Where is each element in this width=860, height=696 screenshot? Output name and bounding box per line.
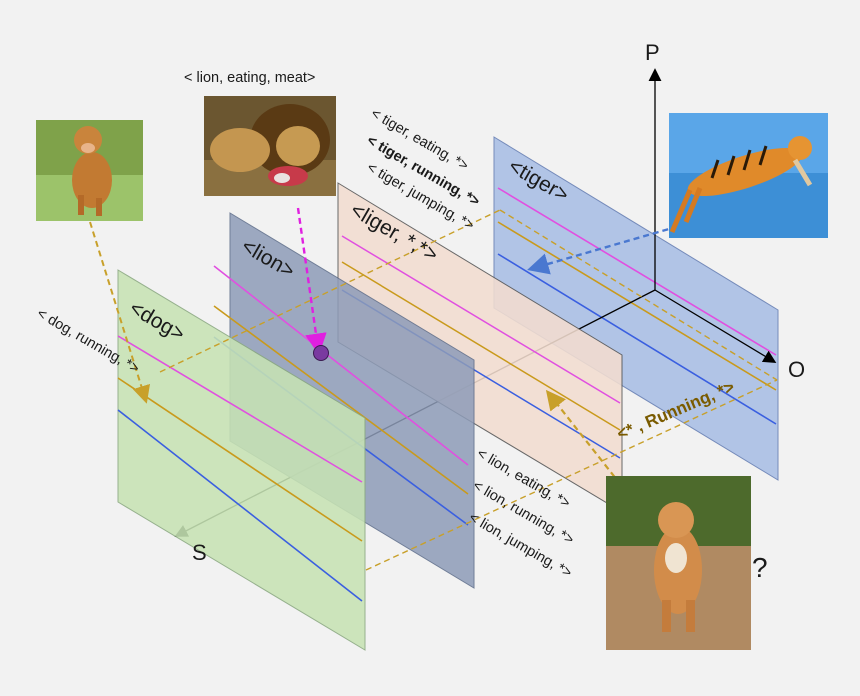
question-mark: ?	[752, 552, 768, 583]
p-axis-label: P	[645, 40, 660, 65]
tiger-line-eating	[497, 187, 777, 356]
s-axis-label: S	[192, 540, 207, 565]
running-slice-bottom-edge	[365, 379, 778, 571]
lion-line-running	[213, 305, 469, 495]
liger-line-running	[341, 261, 621, 431]
lion-arrow	[296, 207, 327, 356]
o-axis-label: O	[788, 357, 805, 382]
running-slice-right-edge	[499, 209, 778, 381]
tiger-line-jumping	[497, 253, 777, 425]
liger-photo	[606, 476, 751, 650]
lion-photo	[204, 96, 336, 196]
lion-eating-meat-point	[313, 345, 329, 361]
tiger-line-running	[497, 221, 777, 391]
liger-arrow	[545, 389, 659, 533]
lion-eating-meat-label: < lion, eating, meat>	[184, 70, 315, 86]
tiger-photo	[669, 113, 828, 238]
dog-arrow	[89, 221, 151, 404]
dog-line-jumping	[117, 409, 363, 602]
dog-photo	[36, 120, 143, 221]
o-axis	[654, 289, 777, 364]
tiger-plane	[493, 136, 779, 481]
dog-plane	[117, 269, 366, 651]
running-slice	[159, 209, 778, 571]
lion-line-eating	[213, 265, 469, 466]
dog-line-eating	[117, 335, 363, 483]
tiger-arrow	[527, 205, 746, 275]
running-slice-top-edge	[159, 209, 501, 373]
dog-line-running	[117, 377, 363, 542]
